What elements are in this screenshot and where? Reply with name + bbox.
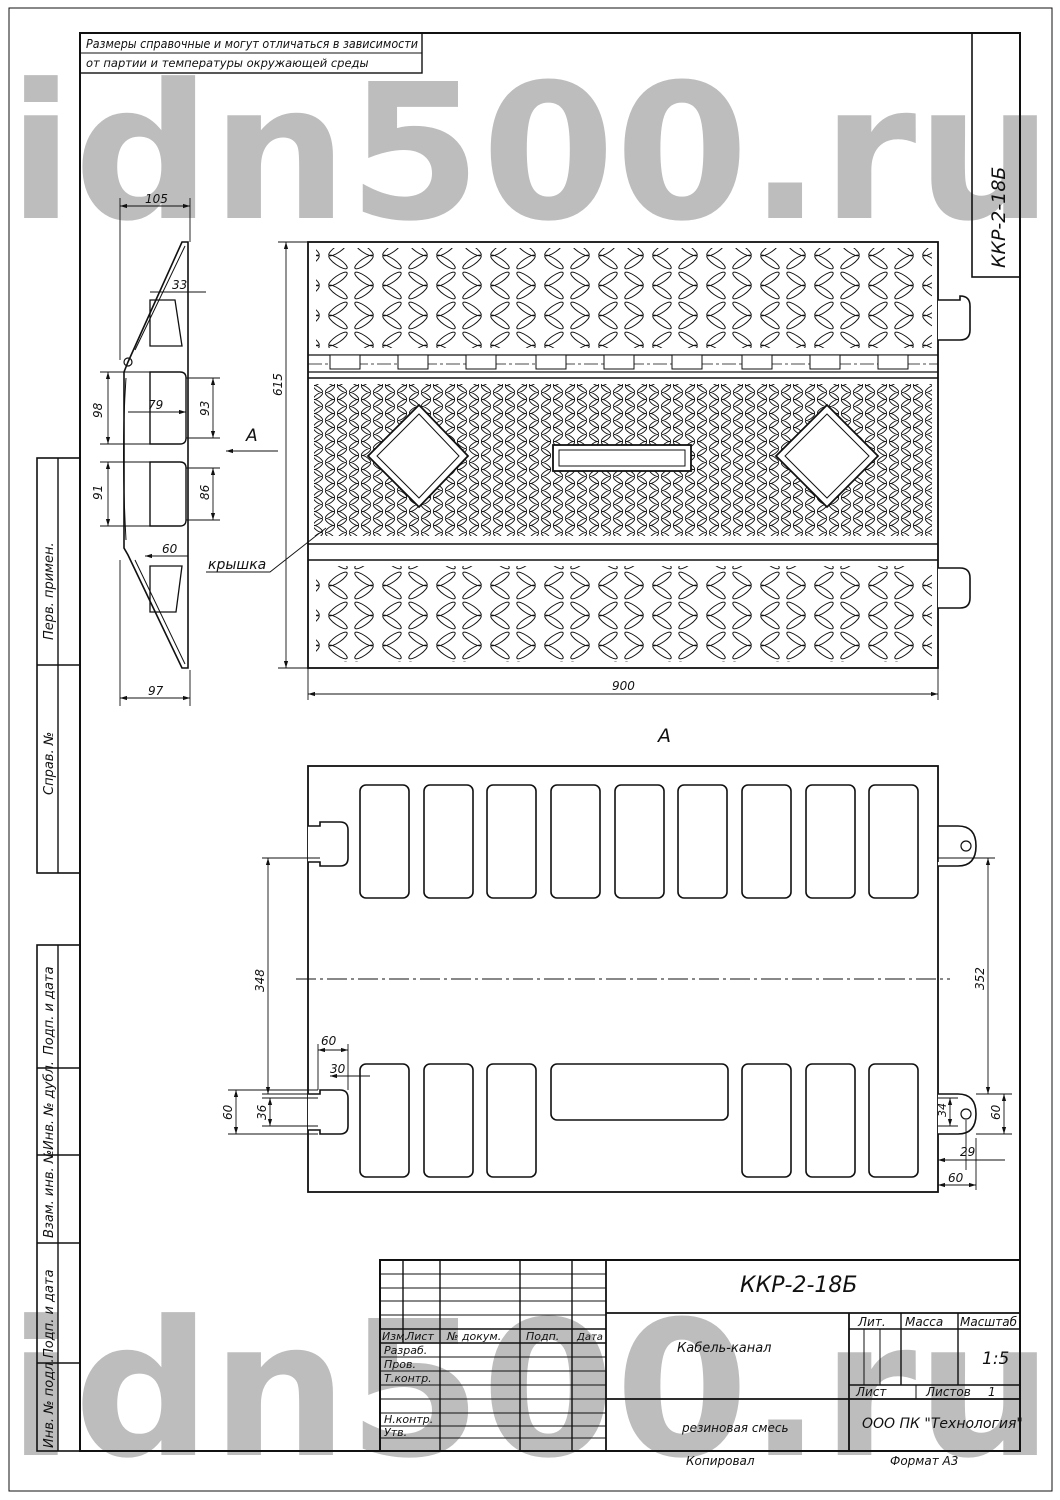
title-material: резиновая смесь (681, 1421, 789, 1435)
footer-format: Формат А3 (890, 1454, 958, 1468)
dim-30: 30 (330, 1062, 346, 1076)
footer-kopiroval: Копировал (686, 1454, 755, 1468)
dim-29: 29 (960, 1145, 975, 1159)
side-profile-view (123, 241, 189, 669)
row-razrab: Разраб. (384, 1344, 427, 1357)
col-data: Дата (576, 1332, 603, 1343)
dim-60-slot-width: 60 (321, 1034, 337, 1048)
col-izm: Изм. (382, 1330, 408, 1343)
label-vzam-inv: Взам. инв. № (42, 1150, 57, 1238)
label-sprav: Справ. № (42, 732, 57, 795)
dim-615: 615 (271, 373, 285, 396)
label-podp-data-2: Подп. и дата (42, 1269, 57, 1358)
dim-60-right-bottom: 60 (948, 1171, 964, 1185)
dim-34: 34 (936, 1103, 949, 1117)
note-line-1: Размеры справочные и могут отличаться в … (86, 36, 418, 51)
title-designation: ККР-2-18Б (740, 1273, 857, 1298)
hinge-tabs (329, 354, 909, 370)
top-view-dimensions (206, 241, 939, 700)
watermark-top: idn500.ru (8, 44, 1053, 263)
top-connector-tab (938, 295, 971, 341)
upper-channel-cells (359, 784, 919, 899)
watermark-bottom: idn500.ru (8, 1281, 1053, 1500)
dim-91: 91 (91, 485, 105, 500)
label-inv-podl: Инв. № подл. (42, 1358, 57, 1448)
view-a-title: A (656, 725, 671, 747)
label-perv-primen: Перв. примен. (42, 542, 57, 640)
view-a-right-lug-bottom (938, 1093, 977, 1135)
bottom-connector-tab (938, 567, 971, 609)
dim-60-side: 60 (162, 542, 178, 556)
top-tread-strip (316, 248, 932, 348)
row-utv: Утв. (384, 1426, 407, 1439)
dim-93: 93 (198, 401, 212, 416)
dim-352: 352 (973, 967, 987, 990)
lid-label-slot (552, 444, 692, 472)
title-list: Лист (855, 1385, 887, 1399)
view-a-right-lug-top (937, 825, 977, 867)
title-massa: Масса (905, 1315, 943, 1329)
side-code-text: ККР-2-18Б (988, 167, 1010, 268)
view-a-dimensions (228, 857, 1012, 1192)
view-arrow-label-a: A (245, 426, 258, 446)
label-podp-data-1: Подп. и дата (42, 966, 57, 1055)
sheet-border (8, 7, 1053, 1492)
view-a-left-tab-top (308, 821, 349, 867)
view-a-left-tab-bottom (308, 1089, 349, 1135)
col-podp: Подп. (526, 1330, 559, 1343)
title-block (379, 1259, 1021, 1452)
label-inv-dubl: Инв. № дубл. (42, 1061, 57, 1150)
title-company: ООО ПК "Технология" (862, 1416, 1023, 1432)
title-listov-value: 1 (988, 1385, 996, 1399)
reference-note: Размеры справочные и могут отличаться в … (79, 32, 423, 74)
lid-callout: крышка (208, 557, 266, 573)
top-view (307, 241, 971, 669)
dim-33: 33 (172, 278, 187, 292)
title-name: Кабель-канал (677, 1341, 771, 1356)
side-view-dimensions (100, 198, 278, 706)
dim-86: 86 (198, 484, 212, 500)
row-prov: Пров. (384, 1358, 416, 1371)
note-line-2: от партии и температуры окружающей среды (86, 56, 369, 70)
view-a-bottom (296, 765, 977, 1193)
title-scale: 1:5 (982, 1349, 1009, 1369)
title-masshtab: Масштаб (960, 1315, 1018, 1329)
bottom-tread-strip (316, 566, 932, 662)
title-listov: Листов (925, 1385, 971, 1399)
dim-60-right-lug: 60 (989, 1104, 1003, 1120)
dim-348: 348 (253, 969, 267, 992)
dim-105: 105 (145, 192, 168, 206)
dim-36: 36 (255, 1104, 269, 1120)
lid-window-right (774, 403, 880, 509)
title-lit: Лит. (857, 1315, 886, 1329)
side-code-box: ККР-2-18Б (971, 32, 1021, 278)
dim-98: 98 (91, 402, 105, 418)
lower-channel-cells (359, 1063, 919, 1178)
row-nkontr: Н.контр. (384, 1413, 433, 1426)
left-margin-stamps: Перв. примен. Справ. № Подп. и дата Инв.… (36, 457, 81, 1452)
col-list: Лист (405, 1330, 434, 1343)
dim-79: 79 (148, 398, 163, 412)
lid-window-left (366, 403, 470, 509)
row-tkontr: Т.контр. (384, 1372, 432, 1385)
dim-900: 900 (612, 679, 635, 693)
col-n-dokum: № докум. (446, 1330, 501, 1343)
dim-97: 97 (148, 684, 164, 698)
dim-60-left-tab: 60 (221, 1104, 235, 1120)
